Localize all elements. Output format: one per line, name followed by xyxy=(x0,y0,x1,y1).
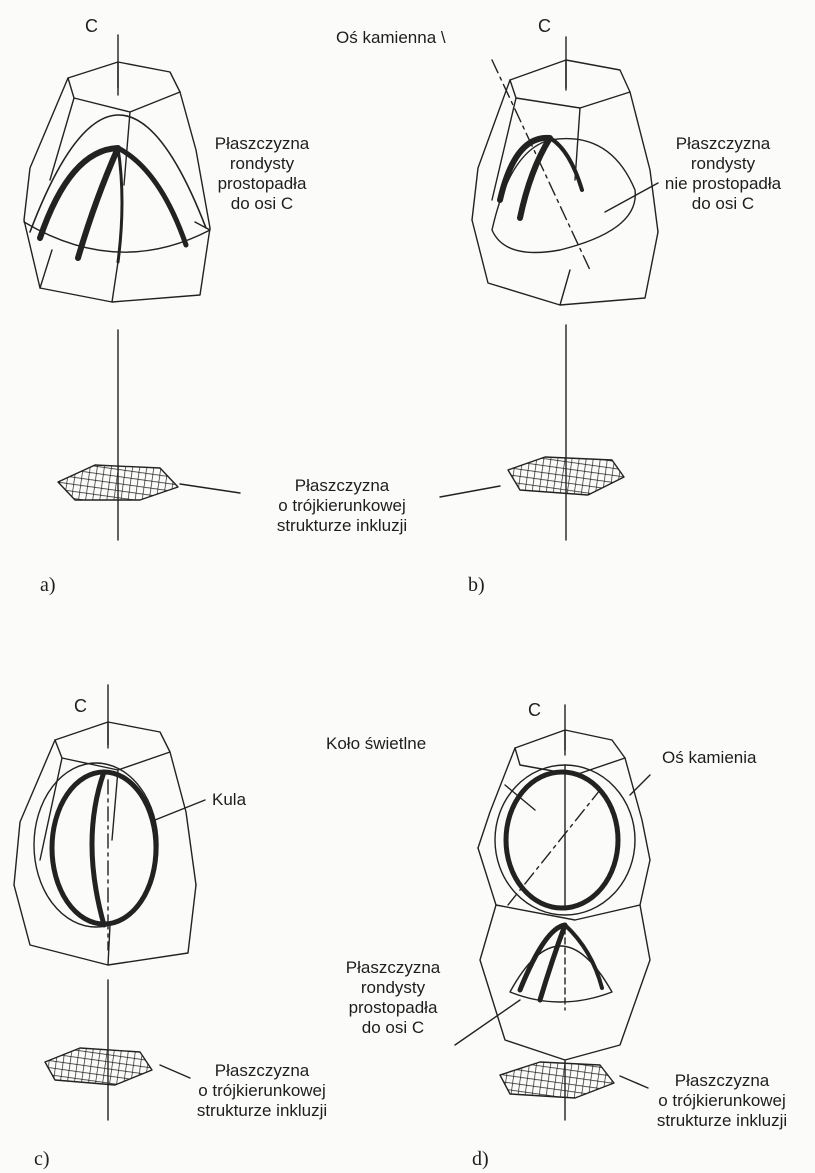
panel-d-circle-label: Koło świetlne xyxy=(326,734,426,754)
panel-b-letter: b) xyxy=(468,574,485,597)
panel-b-axis-label: C xyxy=(538,16,551,37)
panel-b-plane-label: Płaszczyzna rondysty nie prostopadła do … xyxy=(665,134,781,214)
panel-c-base-label: Płaszczyzna o trójkierunkowej strukturze… xyxy=(197,1061,327,1121)
panel-a-axis-label: C xyxy=(85,16,98,37)
panel-c-letter: c) xyxy=(34,1148,50,1171)
panel-d-letter: d) xyxy=(472,1148,489,1171)
panel-b-stone-axis-label: Oś kamienna \ xyxy=(336,28,446,48)
panel-c-sphere-label: Kula xyxy=(212,790,246,810)
panel-d-plane-label: Płaszczyzna rondysty prostopadła do osi … xyxy=(346,958,440,1038)
panel-c-axis-label: C xyxy=(74,696,87,717)
panel-d-base-label: Płaszczyzna o trójkierunkowej strukturze… xyxy=(657,1071,787,1131)
panel-d-stone-axis-label: Oś kamienia xyxy=(662,748,756,768)
panel-d-crystal xyxy=(455,705,650,1120)
panel-a-crystal xyxy=(24,35,240,540)
panel-a-base-label: Płaszczyzna o trójkierunkowej strukturze… xyxy=(277,476,407,536)
panel-a-plane-label: Płaszczyzna rondysty prostopadła do osi … xyxy=(215,134,309,214)
panel-a-letter: a) xyxy=(40,574,56,597)
panel-d-axis-label: C xyxy=(528,700,541,721)
panel-c-crystal xyxy=(14,685,205,1120)
panel-b-crystal xyxy=(440,37,658,540)
